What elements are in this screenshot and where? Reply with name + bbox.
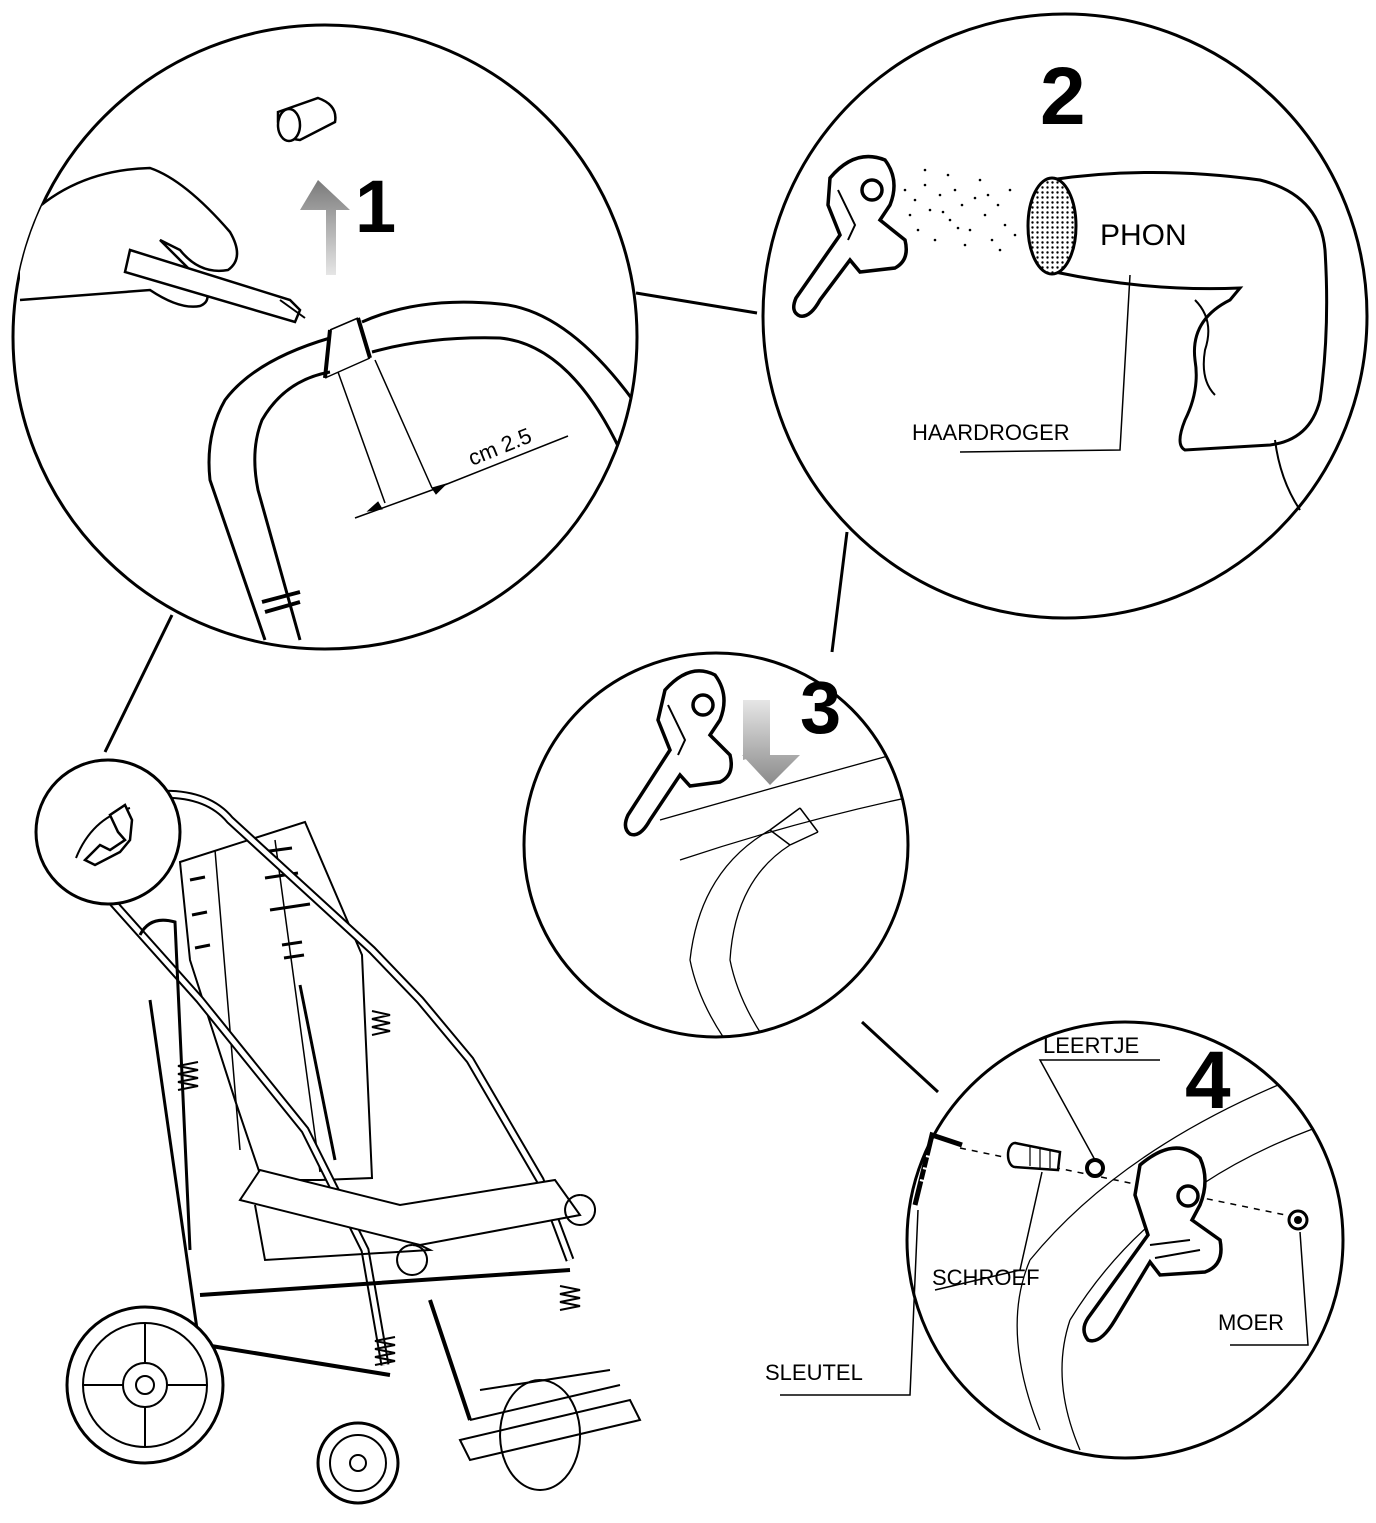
allen-key-icon: [912, 1131, 963, 1206]
screw-label: SCHROEF: [932, 1265, 1040, 1290]
cap-icon: [276, 96, 337, 143]
hot-air-spray: [903, 168, 1017, 252]
key-label: SLEUTEL: [765, 1360, 863, 1385]
hair-dryer-brand-label: PHON: [1100, 219, 1187, 252]
step-1-number: 1: [355, 165, 396, 248]
brake-lever-icon: [1082, 1146, 1223, 1343]
wheelchair-icon: [34, 758, 642, 1505]
hair-dryer-callout-label: HAARDROGER: [912, 420, 1070, 445]
arrow-down-icon: [742, 700, 800, 785]
brake-lever-icon: [792, 154, 908, 318]
step-3-number: 3: [800, 666, 841, 749]
step-1-panel: 1 cm 2.5: [11, 23, 639, 651]
brake-lever-icon: [623, 669, 733, 837]
step-4-number: 4: [1185, 1035, 1231, 1126]
step-3-panel: 3: [522, 651, 910, 1039]
nut-label: MOER: [1218, 1310, 1284, 1335]
screw-icon: [1006, 1141, 1062, 1172]
connector-lines: [103, 291, 940, 1094]
step-2-panel: 2 PHON HAARDROGER: [761, 12, 1369, 620]
washer-label: LEERTJE: [1043, 1033, 1139, 1058]
step-2-number: 2: [1040, 51, 1086, 142]
box-cutter-icon: [19, 166, 306, 324]
arrow-up-icon: [300, 180, 350, 275]
callout-lines: [780, 1059, 1309, 1396]
hair-dryer-icon: [959, 171, 1329, 511]
step-4-panel: 4: [780, 1020, 1345, 1460]
nut-icon: [1287, 1209, 1309, 1231]
